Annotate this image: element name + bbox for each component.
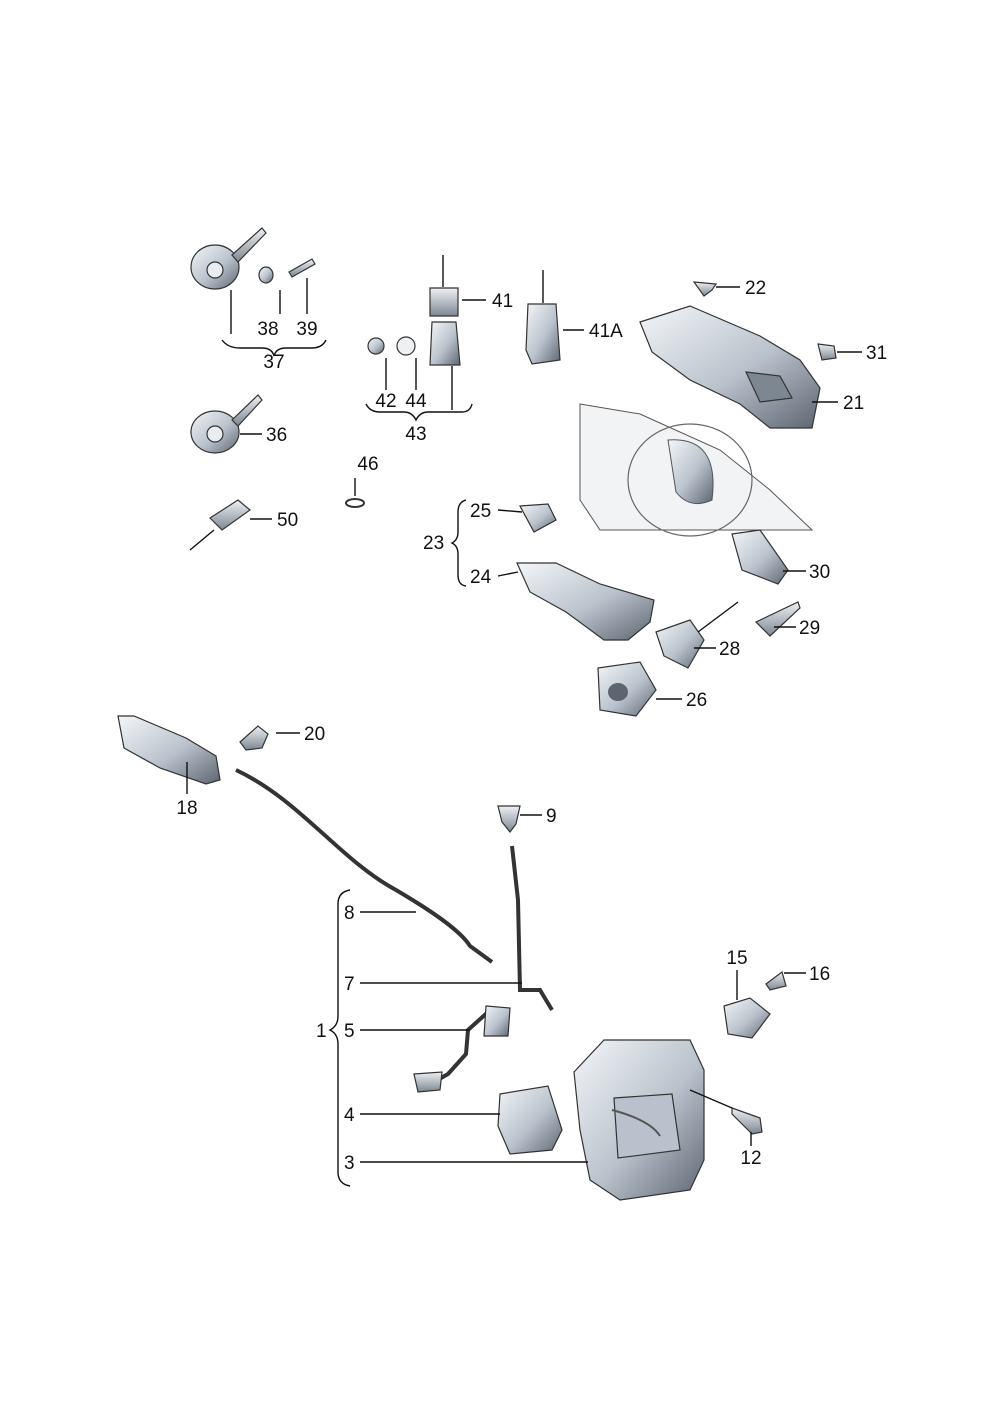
label-25: 25 bbox=[470, 501, 491, 522]
label-36: 36 bbox=[266, 425, 287, 446]
key-37-part bbox=[190, 227, 267, 290]
interior-handle-18-part bbox=[117, 715, 221, 785]
screw-12-part bbox=[731, 1107, 763, 1135]
cover-15-part bbox=[723, 997, 771, 1039]
cable-8-part bbox=[235, 768, 494, 964]
o-ring-46-part bbox=[345, 498, 365, 508]
label-5: 5 bbox=[344, 1021, 355, 1042]
gasket-30-part bbox=[731, 529, 789, 585]
label-41: 41 bbox=[492, 291, 513, 312]
label-31: 31 bbox=[866, 343, 887, 364]
screw-20-part bbox=[239, 725, 269, 751]
screw-31-part bbox=[817, 343, 837, 361]
clip-29-part bbox=[754, 601, 801, 637]
bracket-21-detail bbox=[745, 371, 793, 403]
key-41a-part bbox=[525, 270, 561, 365]
label-15: 15 bbox=[726, 948, 747, 969]
module-4-part bbox=[497, 1085, 563, 1155]
screw-22-part bbox=[692, 281, 718, 297]
label-42: 42 bbox=[375, 391, 396, 412]
label-3: 3 bbox=[344, 1153, 355, 1174]
label-12: 12 bbox=[740, 1148, 761, 1169]
tag-50-part bbox=[189, 499, 251, 551]
label-18: 18 bbox=[176, 798, 197, 819]
wiring-5-part bbox=[413, 1005, 511, 1093]
screw-16-part bbox=[765, 970, 787, 991]
label-22: 22 bbox=[745, 278, 766, 299]
key-36-part bbox=[190, 394, 263, 454]
label-37: 37 bbox=[263, 352, 284, 373]
label-46: 46 bbox=[357, 454, 378, 475]
label-39: 39 bbox=[296, 319, 317, 340]
label-23: 23 bbox=[423, 533, 444, 554]
lock-cylinder-28-part bbox=[655, 601, 739, 669]
insert-25-part bbox=[519, 503, 557, 533]
label-29: 29 bbox=[799, 618, 820, 639]
label-28: 28 bbox=[719, 639, 740, 660]
bracket-21-part bbox=[639, 305, 821, 429]
label-50: 50 bbox=[277, 510, 298, 531]
label-43: 43 bbox=[405, 424, 426, 445]
label-1: 1 bbox=[316, 1021, 327, 1042]
cap-38-part bbox=[258, 266, 274, 284]
label-30: 30 bbox=[809, 562, 830, 583]
label-44: 44 bbox=[405, 391, 427, 412]
label-21: 21 bbox=[843, 393, 864, 414]
door-panel-part bbox=[579, 403, 814, 537]
label-8: 8 bbox=[344, 903, 355, 924]
label-7: 7 bbox=[344, 974, 355, 995]
label-20: 20 bbox=[304, 724, 325, 745]
key-head-41-part bbox=[429, 255, 461, 366]
rod-7-part bbox=[510, 845, 554, 1012]
badge-44-part bbox=[396, 336, 416, 356]
label-26: 26 bbox=[686, 690, 707, 711]
label-4: 4 bbox=[344, 1105, 355, 1126]
lock-3-part bbox=[573, 1039, 705, 1201]
pin-39-part bbox=[288, 258, 316, 278]
leader-lines bbox=[186, 278, 862, 1187]
cap-26-keyhole bbox=[608, 683, 628, 701]
clip-9-part bbox=[497, 805, 521, 833]
label-24: 24 bbox=[470, 567, 492, 588]
label-38: 38 bbox=[257, 319, 278, 340]
label-41a: 41A bbox=[589, 321, 623, 342]
handle-24-part bbox=[516, 562, 655, 641]
label-16: 16 bbox=[809, 964, 830, 985]
badge-42-part bbox=[367, 337, 385, 355]
callout-labels: 38 39 37 36 50 41 41A 42 44 43 46 22 31 … bbox=[176, 278, 887, 1174]
label-9: 9 bbox=[546, 806, 557, 827]
